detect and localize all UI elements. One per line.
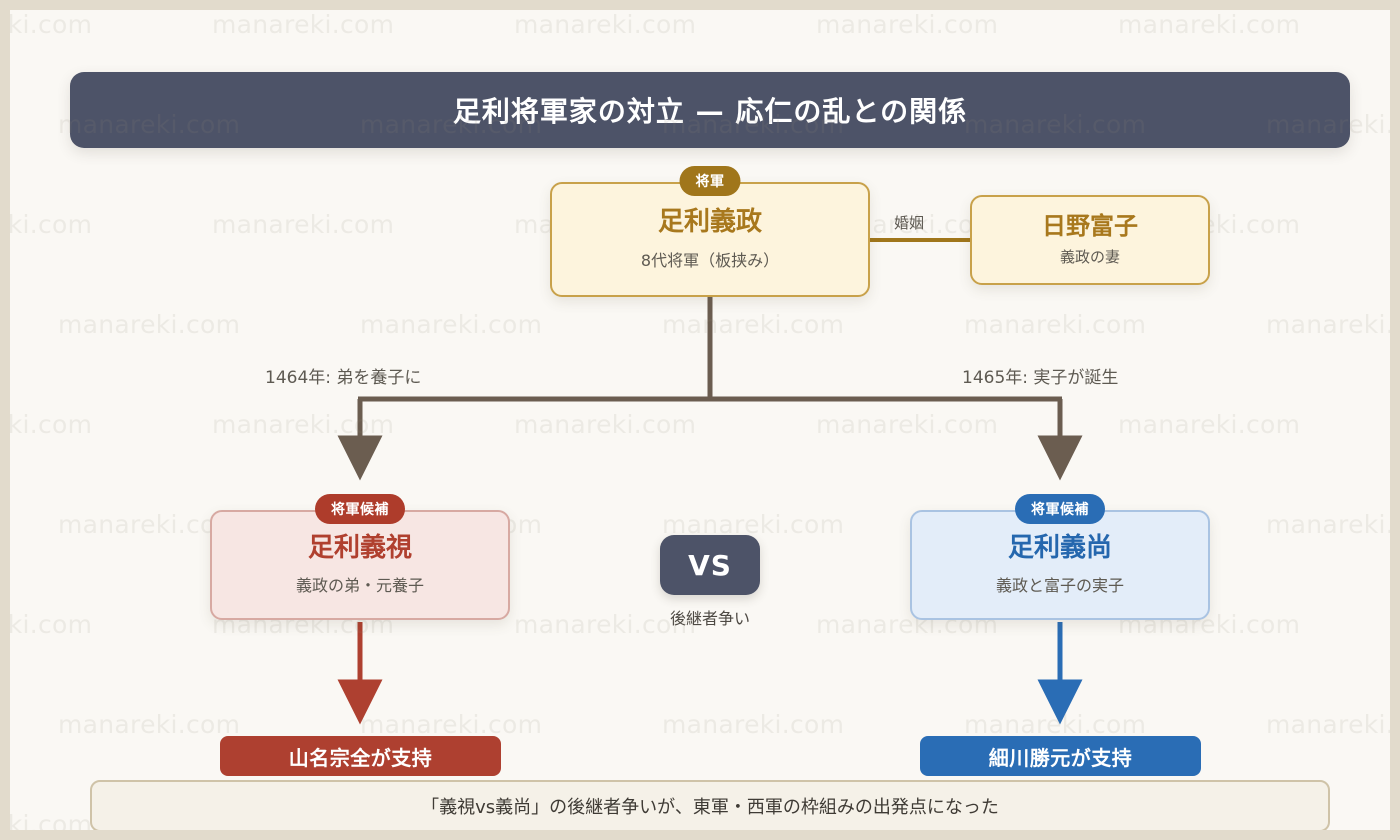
node-ashikaga-yoshimasa[interactable]: 将軍 足利義政 8代将軍（板挟み） (550, 166, 870, 297)
watermark-text: manareki.com (360, 710, 543, 739)
supporter-label: 山名宗全が支持 (288, 745, 433, 770)
footer-summary-text: 「義視vs義尚」の後継者争いが、東軍・西軍の枠組みの出発点になった (421, 797, 999, 818)
watermark-text: manareki.com (816, 410, 999, 439)
node-subtitle: 義政の妻 (1059, 248, 1120, 267)
supporter-label: 細川勝元が支持 (988, 745, 1133, 770)
watermark-text: manareki.com (816, 10, 999, 39)
supporter-pill-yamana[interactable]: 山名宗全が支持 (220, 736, 501, 776)
node-title: 足利義視 (307, 532, 412, 563)
watermark-text: manareki.com (1266, 710, 1395, 739)
vs-caption: 後継者争い (669, 609, 750, 628)
watermark-text: manareki.com (7, 810, 93, 839)
watermark-text: manareki.com (212, 410, 395, 439)
node-ashikaga-yoshihisa[interactable]: 将軍候補 足利義尚 義政と富子の実子 (910, 494, 1210, 620)
diagram-header: 足利将軍家の対立 — 応仁の乱との関係 (70, 72, 1350, 148)
watermark-text: manareki.com (360, 310, 543, 339)
node-title: 足利義政 (657, 207, 762, 238)
watermark-text: manareki.com (7, 210, 93, 239)
node-hino-tomiko[interactable]: 日野富子 義政の妻 (970, 195, 1210, 285)
edge-label-marriage: 婚姻 (894, 214, 925, 232)
watermark-text: manareki.com (212, 210, 395, 239)
edge-label-birth: 1465年: 実子が誕生 (962, 368, 1119, 388)
watermark-text: manareki.com (1266, 510, 1395, 539)
watermark-text: manareki.com (7, 610, 93, 639)
watermark-text: manareki.com (58, 710, 241, 739)
watermark-text: manareki.com (662, 310, 845, 339)
watermark-text: manareki.com (964, 710, 1147, 739)
watermark-text: manareki.com (7, 410, 93, 439)
watermark-text: manareki.com (7, 10, 93, 39)
badge-shogun-candidate: 将軍候補 (315, 494, 405, 524)
page-title: 足利将軍家の対立 — 応仁の乱との関係 (452, 95, 968, 128)
vs-badge-label: VS (660, 535, 760, 595)
watermark-text: manareki.com (514, 10, 697, 39)
node-title: 日野富子 (1042, 211, 1138, 240)
clipped-bottom-note: （日野富子も強く推す） (966, 828, 1142, 830)
watermark-text: manareki.com (1118, 10, 1301, 39)
watermark-text: manareki.com (212, 10, 395, 39)
badge-shogun-candidate: 将軍候補 (1015, 494, 1105, 524)
watermark-text: manareki.com (58, 310, 241, 339)
versus-marker: VS 後継者争い (660, 535, 760, 629)
watermark-text: manareki.com (964, 310, 1147, 339)
node-title: 足利義尚 (1007, 532, 1112, 563)
node-subtitle: 8代将軍（板挟み） (640, 250, 780, 270)
node-ashikaga-yoshimi[interactable]: 将軍候補 足利義視 義政の弟・元養子 (210, 494, 510, 620)
badge-shogun: 将軍 (679, 166, 741, 196)
watermark-text: manareki.com (514, 410, 697, 439)
node-subtitle: 義政の弟・元養子 (295, 576, 424, 596)
edge-label-adoption: 1464年: 弟を養子に (265, 368, 422, 388)
watermark-text: manareki.com (1266, 310, 1395, 339)
node-subtitle: 義政と富子の実子 (995, 576, 1124, 596)
watermark-text: manareki.com (1118, 410, 1301, 439)
watermark-text: manareki.com (662, 710, 845, 739)
footer-summary-box: 「義視vs義尚」の後継者争いが、東軍・西軍の枠組みの出発点になった (90, 780, 1330, 830)
supporter-pill-hosokawa[interactable]: 細川勝元が支持 (920, 736, 1201, 776)
